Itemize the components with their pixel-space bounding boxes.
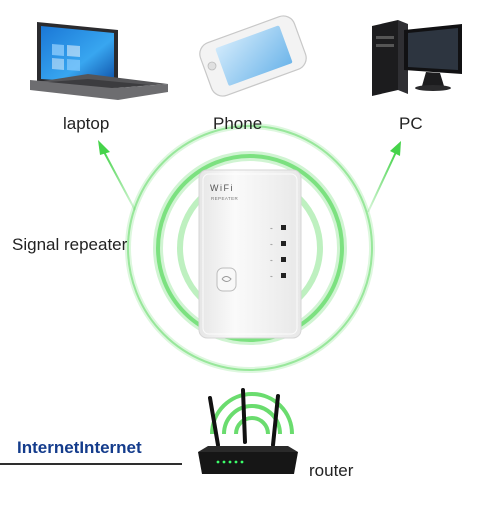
arrow-up-icon xyxy=(98,140,136,211)
repeater-label: Signal repeater xyxy=(12,235,128,254)
smartphone-icon xyxy=(199,15,307,97)
router-label: router xyxy=(309,461,354,480)
svg-text:⌁: ⌁ xyxy=(270,226,273,232)
internet-line xyxy=(0,463,182,465)
svg-text:⌁: ⌁ xyxy=(270,258,273,264)
repeater-brand-text: WiFi xyxy=(210,183,234,193)
internet-label: InternetInternet xyxy=(17,438,142,457)
pc-label: PC xyxy=(399,114,423,133)
laptop-label: laptop xyxy=(63,114,110,133)
signal-rings xyxy=(125,123,375,373)
desktop-computer-icon xyxy=(372,20,462,96)
repeater-sub-text: REPEATER xyxy=(211,196,238,201)
phone-label: Phone xyxy=(213,114,263,133)
svg-text:⌁: ⌁ xyxy=(270,242,273,248)
svg-text:⌁: ⌁ xyxy=(270,274,273,280)
laptop-icon xyxy=(30,22,168,100)
arrow-up-icon xyxy=(367,141,401,213)
router-icon xyxy=(198,388,298,474)
wifi-repeater-icon: ⌁ ⌁ ⌁ ⌁ xyxy=(198,169,302,339)
